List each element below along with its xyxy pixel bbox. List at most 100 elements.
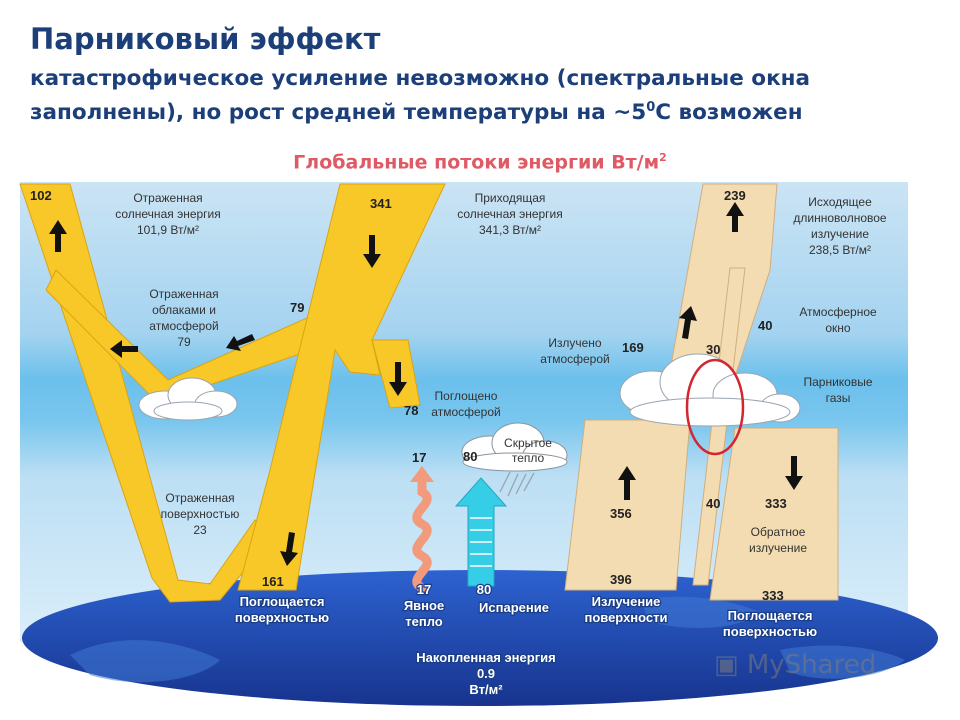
- label-incoming-solar-line-2: солнечная энергия: [457, 207, 563, 221]
- label-latent-heat-line-2: тепло: [512, 451, 545, 465]
- label-outgoing-longwave: Исходящее длинноволновое излучение 238,5…: [793, 195, 887, 257]
- diagram-title-text: Глобальные потоки энергии Вт/м: [293, 151, 660, 174]
- label-incoming-solar-line-3: 341,3 Вт/м²: [479, 223, 541, 237]
- value-emitted-atmosphere: 169: [622, 340, 644, 355]
- slide-title: Парниковый эффект: [30, 22, 381, 56]
- surface-radiation-flow: [564, 419, 691, 591]
- label-absorbed-atmosphere-line-2: атмосферой: [431, 405, 500, 419]
- value-reflected-clouds: 79: [290, 300, 304, 315]
- label-reflected-clouds-line-3: атмосферой: [149, 319, 218, 333]
- evaporation-arrow: [454, 477, 508, 587]
- value-latent-top: 80: [463, 449, 477, 464]
- subtitle-line-1: катастрофическое усиление невозможно (сп…: [30, 66, 811, 91]
- label-reflected-surface-line-2: поверхностью: [161, 507, 240, 521]
- greenhouse-highlight-circle: [685, 358, 745, 456]
- label-outgoing-longwave-line-2: длинноволновое: [793, 211, 887, 225]
- direction-arrows: [49, 202, 803, 566]
- arrow-left-clouds-1: [110, 340, 138, 358]
- subtitle-line-2-after: С возможен: [655, 100, 803, 126]
- arrow-up-reflected: [49, 220, 67, 252]
- watermark-icon: ▣: [714, 650, 747, 680]
- arrow-up-surface: [618, 466, 636, 500]
- arrow-up-emitted: [679, 306, 697, 339]
- label-emitted-atmosphere-line-1: Излучено: [548, 336, 602, 350]
- back-radiation-flow: [709, 427, 839, 601]
- label-atmospheric-window: Атмосферное окно: [799, 305, 877, 335]
- label-absorbed-atmosphere: Поглощено атмосферой: [431, 389, 500, 419]
- sensible-heat-arrowhead: [410, 466, 434, 482]
- label-reflected-clouds-line-1: Отраженная: [149, 287, 218, 301]
- label-reflected-solar-line-2: солнечная энергия: [115, 207, 221, 221]
- label-back-radiation-line-2: излучение: [749, 541, 807, 555]
- value-surface-radiation: 356: [610, 506, 632, 521]
- watermark-text: MyShared: [746, 650, 877, 680]
- label-reflected-surface: Отраженная поверхностью 23: [161, 491, 240, 537]
- label-reflected-surface-line-1: Отраженная: [165, 491, 234, 505]
- value-greenhouse: 30: [706, 342, 720, 357]
- label-greenhouse-gases-line-2: газы: [826, 391, 851, 405]
- value-surface-bottom: 396: [610, 572, 632, 587]
- value-sensible-top: 17: [412, 450, 426, 465]
- label-greenhouse-gases-line-1: Парниковые: [803, 375, 872, 389]
- label-reflected-solar-line-1: Отраженная: [133, 191, 202, 205]
- cloud-right: [619, 353, 801, 427]
- subtitle-superscript: 0: [646, 100, 656, 115]
- value-latent-bottom: 80: [477, 582, 491, 597]
- label-latent-heat-line-1: Скрытое: [504, 436, 552, 450]
- label-outgoing-longwave-line-3: излучение: [811, 227, 869, 241]
- label-reflected-clouds: Отраженная облаками и атмосферой 79: [149, 287, 218, 349]
- label-outgoing-longwave-line-4: 238,5 Вт/м²: [809, 243, 871, 257]
- arrow-down-incoming: [363, 235, 381, 268]
- label-absorbed-surface-right-1: Поглощается: [728, 608, 813, 623]
- label-net-absorbed-1: Накопленная энергия: [416, 650, 555, 665]
- label-latent-heat: Скрытое тепло: [504, 436, 552, 465]
- value-window-low: 40: [706, 496, 720, 511]
- diagram-title: Глобальные потоки энергии Вт/м2: [0, 151, 960, 173]
- earth-land: [70, 596, 905, 683]
- label-evaporation: Испарение: [479, 600, 549, 615]
- label-reflected-solar: Отраженная солнечная энергия 101,9 Вт/м²: [115, 191, 221, 237]
- incoming-solar-flow: [237, 183, 446, 591]
- label-back-radiation: Обратное излучение: [749, 525, 807, 555]
- diagram-title-superscript: 2: [659, 151, 667, 164]
- label-absorbed-atmosphere-line-1: Поглощено: [435, 389, 498, 403]
- value-sensible-bottom: 17: [417, 582, 431, 597]
- arrow-down-back: [785, 456, 803, 490]
- label-outgoing-longwave-line-1: Исходящее: [808, 195, 872, 209]
- sensible-heat-arrow: [412, 473, 432, 593]
- label-reflected-clouds-line-4: 79: [177, 335, 191, 349]
- value-back-bottom: 333: [762, 588, 784, 603]
- label-back-radiation-line-1: Обратное: [751, 525, 806, 539]
- label-reflected-solar-line-3: 101,9 Вт/м²: [137, 223, 199, 237]
- arrow-up-outgoing: [726, 202, 744, 232]
- label-absorbed-surface-right-2: поверхностью: [723, 624, 817, 639]
- label-sensible-heat-1: Явное: [404, 598, 444, 613]
- label-surface-radiation-2: поверхности: [584, 610, 667, 625]
- rain-cloud: [461, 422, 568, 497]
- label-reflected-clouds-line-2: облаками и: [152, 303, 216, 317]
- label-surface-radiation-1: Излучение: [592, 594, 661, 609]
- value-absorbed-surface: 161: [262, 574, 284, 589]
- arrow-down-surface: [280, 532, 298, 566]
- value-absorbed-atmosphere: 78: [404, 403, 418, 418]
- slide-subtitle: катастрофическое усиление невозможно (сп…: [30, 64, 940, 127]
- value-incoming-top: 341: [370, 196, 392, 211]
- arrow-left-clouds-2: [226, 334, 255, 351]
- label-net-absorbed-2: 0.9: [477, 666, 495, 681]
- label-emitted-atmosphere-line-2: атмосферой: [540, 352, 609, 366]
- label-net-absorbed-3: Вт/м²: [469, 682, 503, 697]
- arrow-down-absorbed: [389, 362, 407, 396]
- cloud-left: [138, 377, 238, 421]
- evaporation-arrow-stripes: [470, 517, 492, 567]
- label-greenhouse-gases: Парниковые газы: [803, 375, 872, 405]
- label-atmospheric-window-line-2: окно: [825, 321, 851, 335]
- value-outgoing-top: 239: [724, 188, 746, 203]
- label-absorbed-surface-left-1: Поглощается: [240, 594, 325, 609]
- label-emitted-atmosphere: Излучено атмосферой: [540, 336, 609, 366]
- label-incoming-solar-line-1: Приходящая: [475, 191, 546, 205]
- label-atmospheric-window-line-1: Атмосферное: [799, 305, 877, 319]
- value-back-top: 333: [765, 496, 787, 511]
- watermark-logo: ▣ MyShared: [714, 650, 876, 680]
- value-reflected-top: 102: [30, 188, 52, 203]
